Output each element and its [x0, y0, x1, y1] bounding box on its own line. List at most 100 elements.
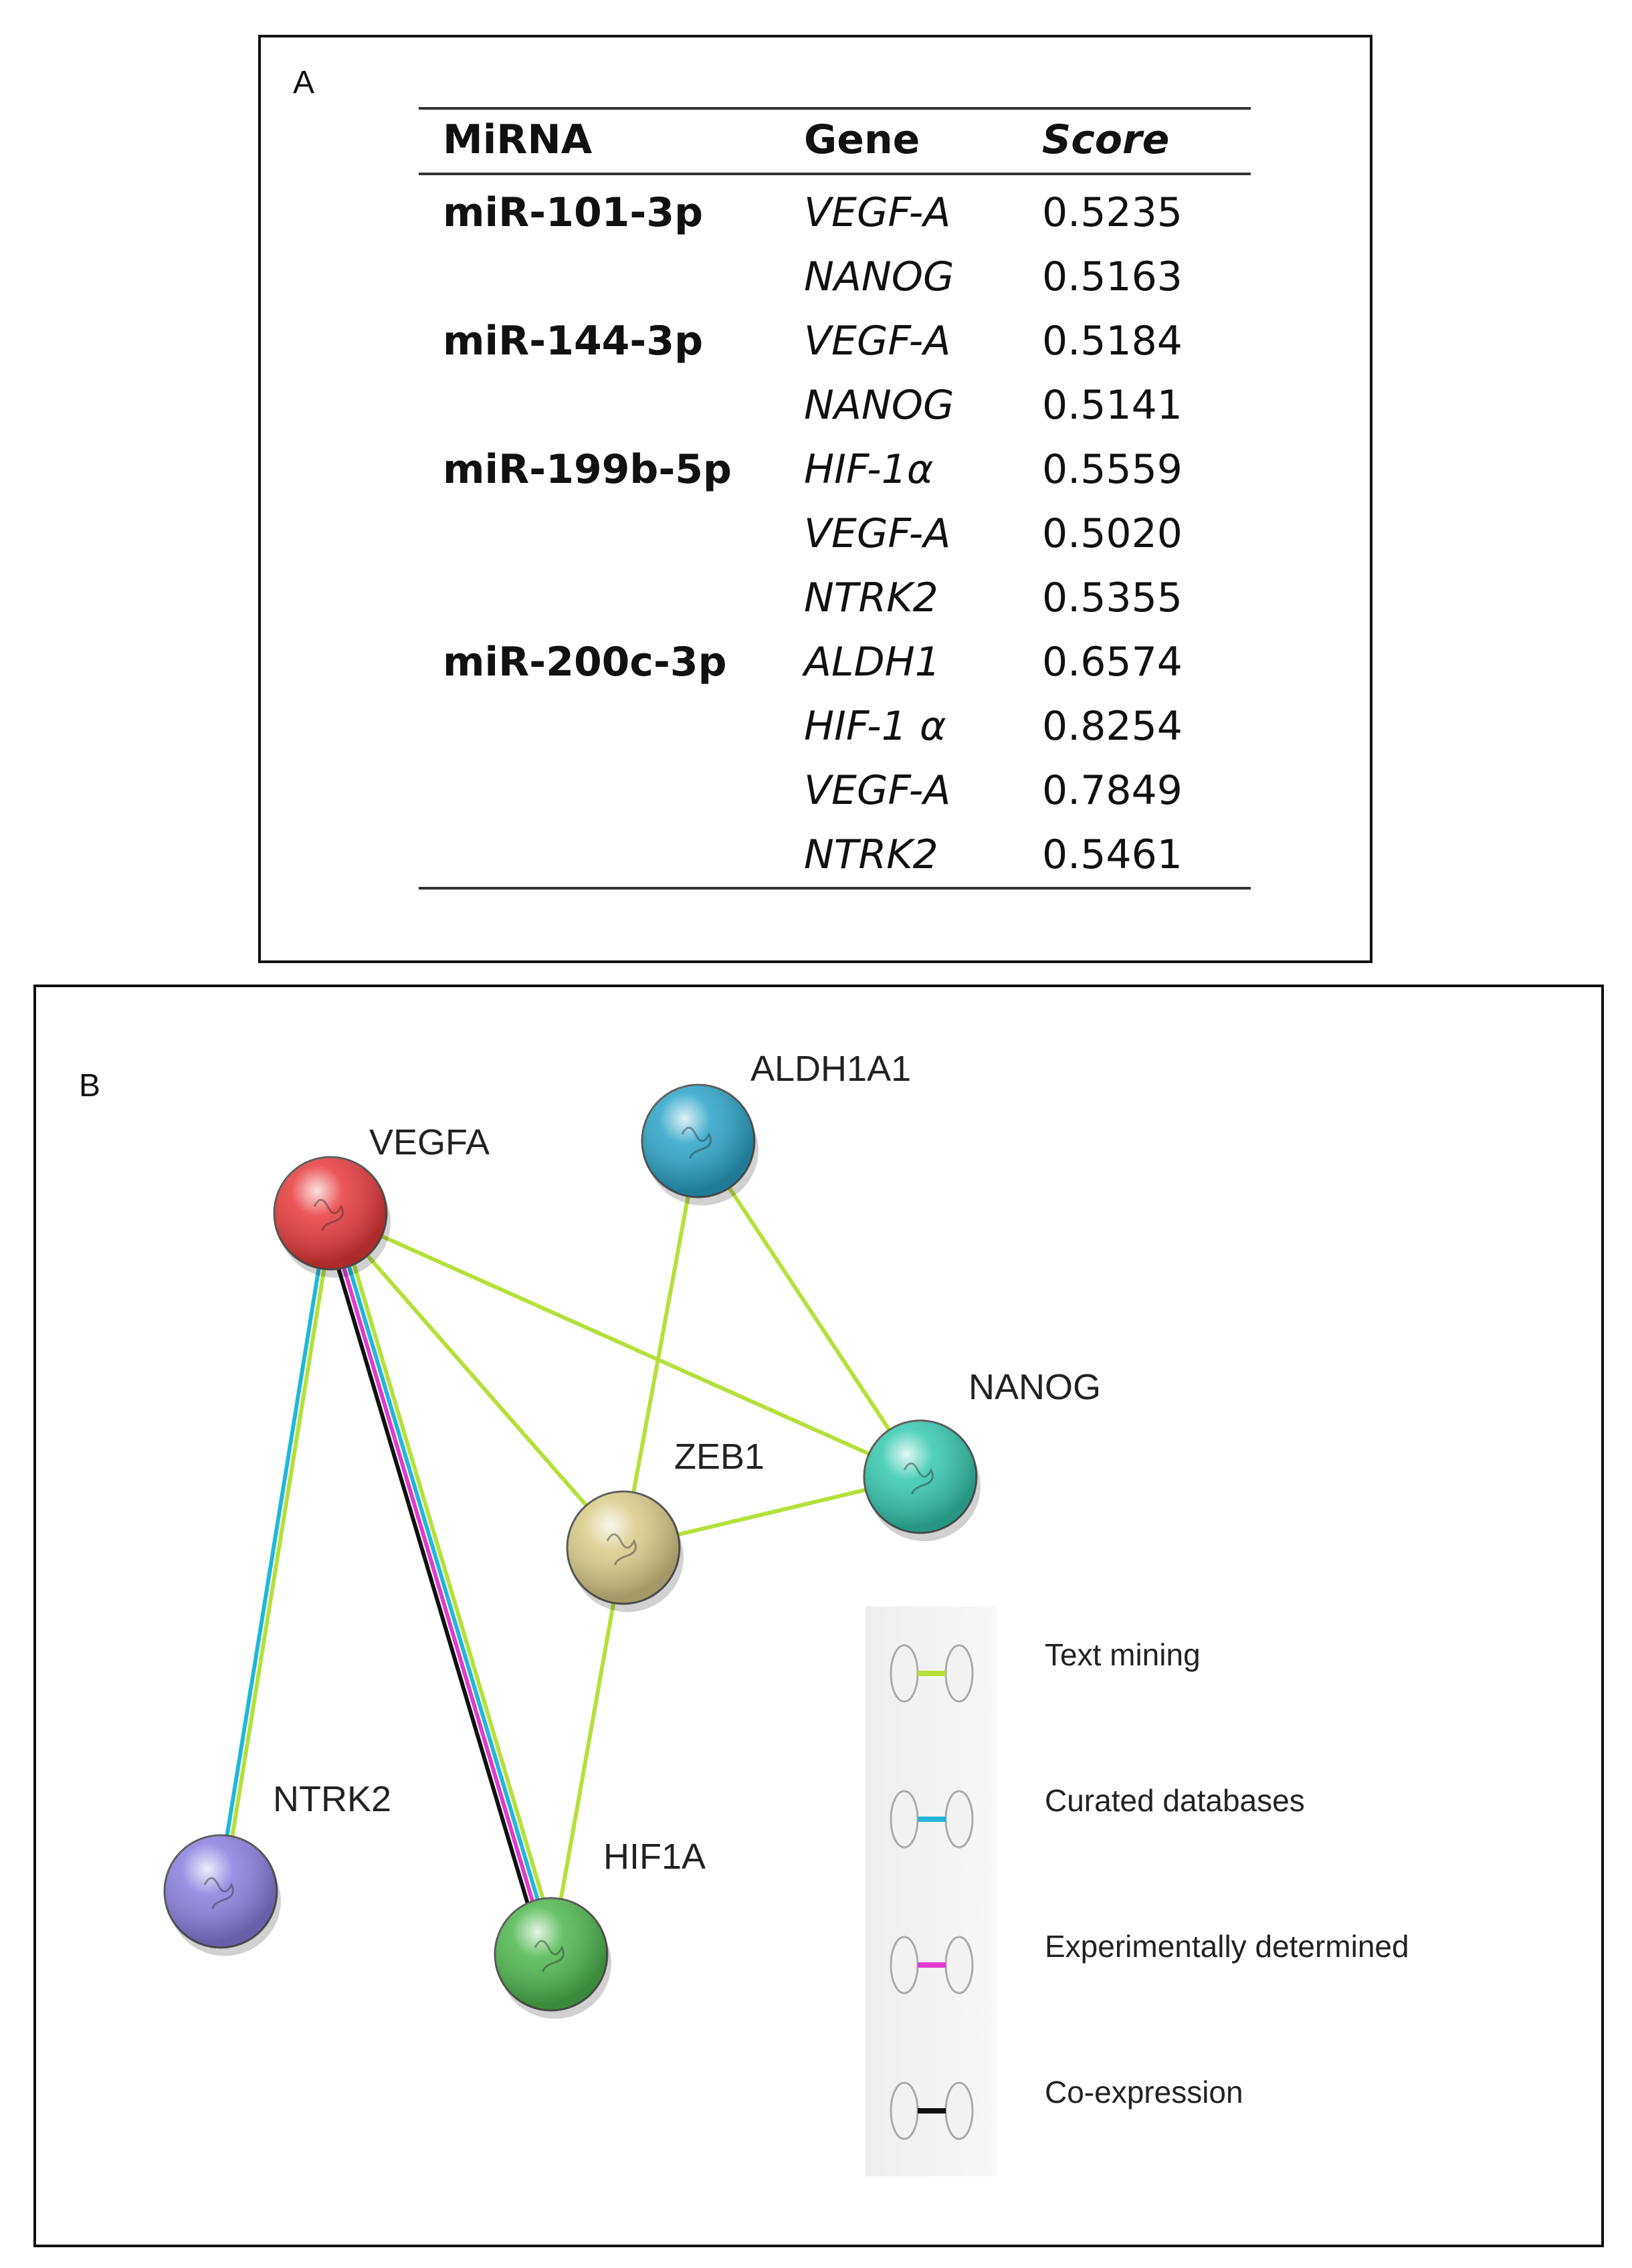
cell-score: 0.6574 — [1042, 639, 1183, 686]
table-row: VEGF-A 0.5020 — [419, 502, 1251, 566]
edge-vegfa-ntrk2-curated-databases — [216, 1212, 330, 1891]
legend-item-text-mining: Text mining — [890, 1637, 1201, 1703]
cell-score: 0.5235 — [1042, 189, 1183, 236]
panel-b-label: B — [79, 1068, 101, 1104]
node-label: NTRK2 — [273, 1779, 391, 1819]
node-gloss — [165, 1835, 277, 1948]
node-nanog[interactable]: NANOG — [863, 1367, 1101, 1542]
legend-node-right — [944, 1644, 974, 1703]
legend-node-left — [890, 2081, 919, 2140]
protein-structure-icon — [313, 1199, 344, 1231]
legend-node-right — [944, 1790, 974, 1849]
table-row: miR-101-3p VEGF-A 0.5235 — [419, 174, 1251, 245]
edge-zeb1-hif1a-text-mining — [549, 1547, 625, 1955]
table-row: VEGF-A 0.7849 — [419, 758, 1251, 823]
cell-score: 0.8254 — [1042, 703, 1183, 750]
cell-gene: NTRK2 — [804, 575, 938, 621]
cell-mirna — [419, 245, 804, 309]
cell-mirna — [419, 502, 804, 566]
edge-vegfa-hif1a-co-expression — [320, 1215, 546, 1958]
cell-gene: VEGF-A — [804, 510, 951, 557]
node-ntrk2[interactable]: NTRK2 — [163, 1779, 391, 1956]
protein-structure-icon — [903, 1462, 934, 1495]
edge-aldh1a1-nanog-text-mining — [696, 1140, 922, 1478]
cell-score: 0.5141 — [1042, 382, 1183, 429]
cell-gene: VEGF-A — [804, 189, 951, 236]
table-row: HIF-1 α 0.8254 — [419, 694, 1251, 758]
node-label: VEGFA — [369, 1122, 490, 1162]
cell-mirna — [419, 694, 804, 758]
legend-label: Experimentally determined — [1045, 1929, 1409, 1964]
cell-mirna: miR-144-3p — [443, 318, 704, 365]
cell-mirna — [419, 823, 804, 890]
legend-node-right — [944, 1936, 974, 1994]
cell-score: 0.5163 — [1042, 253, 1183, 300]
protein-structure-icon — [681, 1126, 712, 1159]
edge-vegfa-hif1a-experimentally-determined — [326, 1213, 551, 1956]
legend-label: Curated databases — [1045, 1783, 1305, 1818]
cell-gene: NANOG — [804, 253, 954, 300]
legend-node-right — [944, 2081, 974, 2140]
cell-score: 0.7849 — [1042, 767, 1183, 814]
legend-item-experimentally-determined: Experimentally determined — [890, 1929, 1409, 1994]
legend-label: Co-expression — [1045, 2075, 1243, 2109]
cell-gene: ALDH1 — [804, 639, 940, 686]
edge-vegfa-hif1a-text-mining — [336, 1210, 561, 1953]
protein-structure-icon — [534, 1940, 565, 1972]
legend-label: Text mining — [1045, 1637, 1201, 1672]
cell-gene: NTRK2 — [804, 823, 1042, 890]
node-gloss — [864, 1421, 977, 1533]
legend-node-left — [890, 1644, 919, 1703]
panel-a-label: A — [293, 65, 315, 100]
edge-aldh1a1-zeb1-text-mining — [621, 1140, 700, 1548]
cell-score: 0.5020 — [1042, 510, 1183, 557]
node-gloss — [274, 1157, 387, 1269]
node-gloss — [642, 1085, 754, 1197]
legend-item-curated-databases: Curated databases — [890, 1783, 1305, 1849]
cell-mirna — [419, 373, 804, 437]
node-label: ALDH1A1 — [750, 1049, 911, 1089]
cell-mirna: miR-101-3p — [443, 189, 704, 236]
cell-gene: VEGF-A — [804, 767, 951, 814]
cell-mirna: miR-200c-3p — [443, 639, 727, 686]
cell-score: 0.5184 — [1042, 318, 1183, 365]
legend-node-left — [890, 1790, 919, 1849]
legend-node-left — [890, 1936, 919, 1994]
node-gloss — [567, 1491, 680, 1604]
table-row: NTRK2 0.5355 — [419, 566, 1251, 630]
cell-score: 0.5461 — [1042, 823, 1251, 890]
node-aldh1a1[interactable]: ALDH1A1 — [641, 1049, 911, 1206]
table-row: miR-200c-3p ALDH1 0.6574 — [419, 630, 1251, 694]
cell-score: 0.5355 — [1042, 575, 1183, 621]
edge-vegfa-ntrk2-text-mining — [221, 1213, 335, 1893]
header-mirna: MiRNA — [419, 107, 804, 175]
table-row: miR-144-3p VEGF-A 0.5184 — [419, 309, 1251, 373]
node-gloss — [495, 1898, 607, 2011]
cell-gene: VEGF-A — [804, 318, 951, 365]
table-row: NANOG 0.5163 — [419, 245, 1251, 309]
node-zeb1[interactable]: ZEB1 — [566, 1437, 764, 1613]
cell-gene: NANOG — [804, 382, 954, 429]
legend-background — [865, 1607, 997, 2176]
node-label: ZEB1 — [674, 1437, 764, 1477]
cell-gene: HIF-1 α — [804, 703, 946, 750]
node-label: HIF1A — [603, 1837, 706, 1877]
edge-vegfa-nanog-text-mining — [329, 1211, 922, 1479]
cell-mirna — [419, 758, 804, 823]
cell-mirna — [419, 566, 804, 630]
header-score: Score — [1042, 107, 1251, 175]
node-hif1a[interactable]: HIF1A — [494, 1837, 706, 2019]
legend-item-co-expression: Co-expression — [890, 2075, 1243, 2140]
protein-structure-icon — [606, 1533, 637, 1566]
node-vegfa[interactable]: VEGFA — [273, 1122, 490, 1278]
cell-mirna: miR-199b-5p — [443, 446, 732, 493]
node-label: NANOG — [968, 1367, 1101, 1407]
table-row: NANOG 0.5141 — [419, 373, 1251, 437]
cell-score: 0.5559 — [1042, 446, 1183, 493]
